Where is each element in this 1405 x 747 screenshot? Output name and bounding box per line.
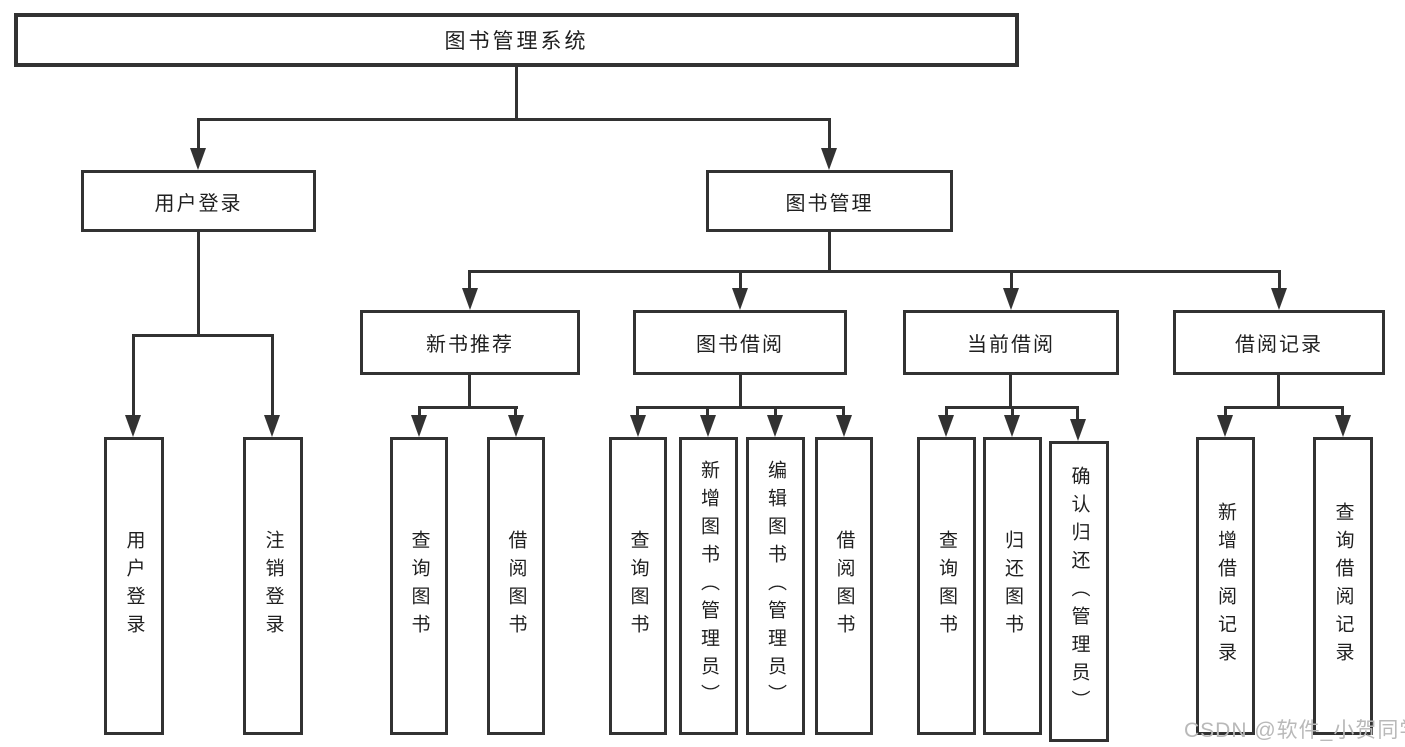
connector-line [739,373,742,409]
arrow-down-icon [1003,288,1019,310]
arrow-down-icon [125,415,141,437]
leaf-records-query: 查询借阅记录 [1313,437,1373,735]
arrow-down-icon [1217,415,1233,437]
arrow-down-icon [462,288,478,310]
node-new-book-recommend: 新书推荐 [360,310,580,375]
connector-line [515,67,518,118]
leaf-records-add-label: 新增借阅记录 [1215,502,1236,670]
node-user-login: 用户登录 [81,170,316,232]
leaf-current-query: 查询图书 [917,437,976,735]
leaf-borrow-edit-book-label: 编辑图书（管理员） [765,460,786,712]
arrow-down-icon [1271,288,1287,310]
leaf-current-query-label: 查询图书 [936,530,957,642]
connector-line [1010,270,1013,292]
connector-line [706,406,709,418]
connector-line [1009,373,1012,409]
connector-line [514,406,517,418]
leaf-newbook-borrow-label: 借阅图书 [505,530,527,642]
node-borrow-records: 借阅记录 [1173,310,1385,375]
leaf-logout-label: 注销登录 [262,530,284,642]
arrow-down-icon [1335,415,1351,437]
node-book-borrow: 图书借阅 [633,310,847,375]
arrow-down-icon [836,415,852,437]
leaf-newbook-query-label: 查询图书 [408,530,430,642]
connector-line [1278,270,1281,292]
leaf-borrow-query: 查询图书 [609,437,667,735]
leaf-logout: 注销登录 [243,437,303,735]
leaf-current-confirm-return-label: 确认归还（管理员） [1068,465,1090,718]
leaf-user-login: 用户登录 [104,437,164,735]
connector-line [197,118,831,121]
arrow-down-icon [190,148,206,170]
arrow-down-icon [1004,415,1020,437]
connector-line [774,406,777,418]
leaf-borrow-add-book: 新增图书（管理员） [679,437,738,735]
connector-line [418,406,421,418]
arrow-down-icon [630,415,646,437]
node-book-borrow-label: 图书借阅 [696,334,784,356]
connector-line [636,406,845,409]
node-current-borrow-label: 当前借阅 [967,334,1055,356]
connector-line [1011,406,1014,418]
connector-line [132,334,274,337]
connector-line [271,334,274,417]
leaf-user-login-label: 用户登录 [123,530,145,642]
connector-line [197,118,200,150]
connector-line [1076,406,1079,422]
node-book-management: 图书管理 [706,170,953,232]
connector-line [842,406,845,418]
leaf-borrow-query-label: 查询图书 [627,530,649,642]
leaf-borrow-add-book-label: 新增图书（管理员） [698,460,719,712]
node-root-label: 图书管理系统 [444,30,589,53]
connector-line [1341,406,1344,418]
connector-line [197,232,200,336]
connector-line [945,406,948,418]
arrow-down-icon [508,415,524,437]
connector-line [828,232,831,273]
leaf-records-query-label: 查询借阅记录 [1332,502,1354,670]
connector-line [1277,373,1280,409]
leaf-newbook-borrow: 借阅图书 [487,437,545,735]
leaf-borrow-borrow-book-label: 借阅图书 [833,530,855,642]
arrow-down-icon [732,288,748,310]
csdn-watermark: CSDN @软件_小贺同学 [1184,719,1405,742]
node-book-management-label: 图书管理 [785,192,874,215]
leaf-records-add: 新增借阅记录 [1196,437,1255,735]
leaf-borrow-borrow-book: 借阅图书 [815,437,873,735]
connector-line [132,334,135,417]
arrow-down-icon [821,148,837,170]
arrow-down-icon [1070,419,1086,441]
node-user-login-label: 用户登录 [154,192,243,215]
arrow-down-icon [411,415,427,437]
leaf-borrow-edit-book: 编辑图书（管理员） [746,437,805,735]
arrow-down-icon [264,415,280,437]
node-new-book-recommend-label: 新书推荐 [426,334,514,356]
node-root: 图书管理系统 [14,13,1019,67]
leaf-newbook-query: 查询图书 [390,437,448,735]
connector-line [739,270,742,292]
arrow-down-icon [938,415,954,437]
leaf-current-confirm-return: 确认归还（管理员） [1049,441,1109,742]
connector-line [1224,406,1227,418]
connector-line [468,270,1280,273]
arrow-down-icon [767,415,783,437]
connector-line [468,270,471,292]
connector-line [468,373,471,409]
leaf-current-return-label: 归还图书 [1002,530,1023,642]
node-borrow-records-label: 借阅记录 [1235,334,1323,356]
connector-line [828,118,831,150]
leaf-current-return: 归还图书 [983,437,1042,735]
connector-line [636,406,639,418]
node-current-borrow: 当前借阅 [903,310,1119,375]
arrow-down-icon [700,415,716,437]
connector-line [418,406,518,409]
connector-line [1224,406,1344,409]
